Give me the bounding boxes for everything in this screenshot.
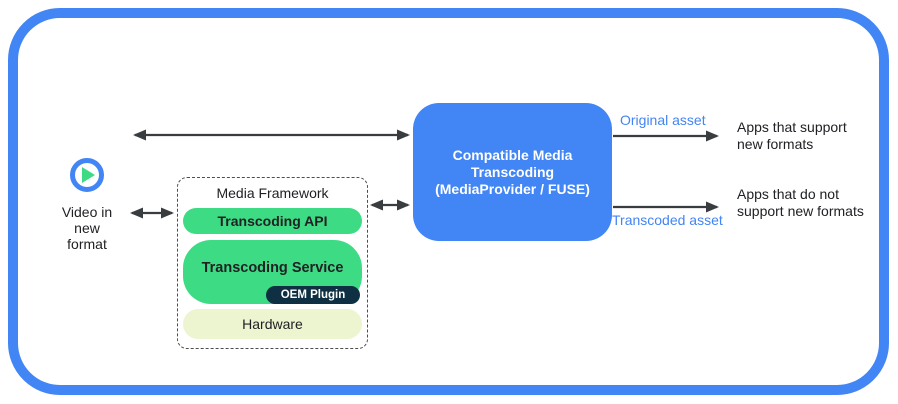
original-asset-label: Original asset [620,112,706,128]
apps-support-label: Apps that support new formats [737,119,847,152]
transcoded-asset-label: Transcoded asset [612,212,723,228]
oem-plugin-badge: OEM Plugin [266,286,360,304]
media-framework-title: Media Framework [216,185,329,201]
media-framework-box: Media Framework Transcoding API Transcod… [177,177,368,349]
play-triangle-icon [81,167,95,183]
transcoding-service-label: Transcoding Service [201,260,344,276]
video-source-label: Video in new format [61,204,113,252]
transcoder-label: Compatible Media Transcoding (MediaProvi… [435,146,590,197]
transcoding-api-pill: Transcoding API [183,208,362,234]
hardware-pill: Hardware [183,309,362,339]
transcoder-box: Compatible Media Transcoding (MediaProvi… [413,103,612,241]
apps-no-support-label: Apps that do not support new formats [737,186,864,219]
play-icon [70,158,104,192]
transcoding-service-pill: Transcoding Service OEM Plugin [183,240,362,304]
